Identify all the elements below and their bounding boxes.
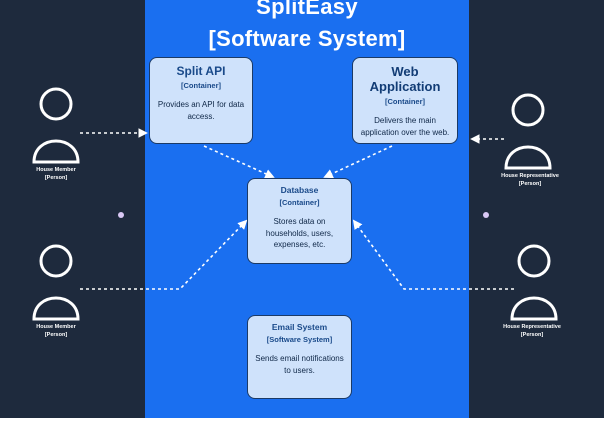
person-kind: [Person] <box>520 332 544 339</box>
person-house-member-1[interactable]: House Member [Person] <box>16 166 96 183</box>
container-email-system[interactable]: Email System [Software System] Sends ema… <box>247 315 352 399</box>
system-title: SplitEasy <box>256 0 358 19</box>
connector-web-db <box>323 145 393 179</box>
person-house-member-2[interactable]: House Member [Person] <box>16 323 96 340</box>
container-kind: [Container] <box>181 81 221 90</box>
container-name: Split API <box>176 64 226 78</box>
container-description: Provides an API for data access. <box>157 100 245 121</box>
dot-right <box>483 212 489 218</box>
right-panel <box>469 0 604 418</box>
container-description: Delivers the main application over the w… <box>360 116 450 137</box>
dot-left <box>118 212 124 218</box>
person-icon <box>32 244 80 321</box>
container-kind: [Container] <box>279 198 320 207</box>
person-kind: [Person] <box>44 175 68 182</box>
person-house-representative-2[interactable]: House Representative [Person] <box>486 323 578 340</box>
bottom-edge <box>0 418 604 421</box>
connector-member2-db <box>80 219 248 290</box>
container-web-application[interactable]: Web Application [Container] Delivers the… <box>352 57 458 144</box>
left-panel <box>0 0 145 418</box>
container-kind: [Container] <box>385 97 425 106</box>
person-kind: [Person] <box>518 181 542 188</box>
person-house-representative-1[interactable]: House Representative [Person] <box>484 172 576 189</box>
person-name: House Representative <box>501 173 559 179</box>
person-name: House Representative <box>503 324 561 330</box>
person-icon <box>504 93 552 170</box>
container-name: Web Application <box>369 64 441 94</box>
container-description: Sends email notifications to users. <box>255 354 344 375</box>
container-split-api[interactable]: Split API [Container] Provides an API fo… <box>149 57 253 144</box>
container-kind: [Software System] <box>266 335 333 344</box>
person-name: House Member <box>36 324 76 330</box>
container-description: Stores data on households, users, expens… <box>265 217 334 250</box>
system-subtitle: [Software System] <box>208 26 406 51</box>
container-name: Email System <box>271 322 328 332</box>
container-database[interactable]: Database [Container] Stores data on hous… <box>247 178 352 264</box>
container-name: Database <box>280 185 319 195</box>
connector-api-db <box>203 145 275 179</box>
person-icon <box>510 244 558 321</box>
person-name: House Member <box>36 167 76 173</box>
person-kind: [Person] <box>44 332 68 339</box>
person-icon <box>32 87 80 164</box>
connector-rep2-db <box>352 219 514 290</box>
